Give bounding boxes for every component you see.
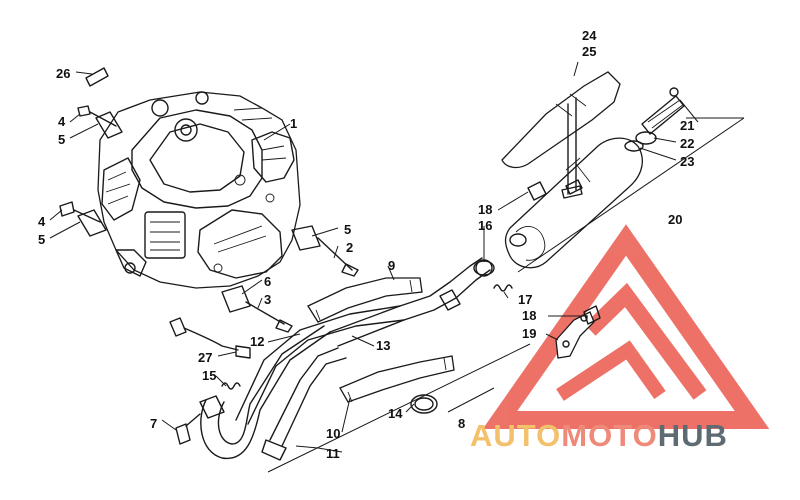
watermark-hub: HUB [658,418,728,453]
rubber-mount-18-bottom [583,305,601,325]
callout-21: 21 [680,118,694,133]
stud-5-top [95,111,123,139]
callout-12: 12 [250,334,264,349]
callout-18a: 18 [478,202,492,217]
heat-shield-9 [307,277,423,323]
spark-arrestor-21 [641,87,685,135]
callout-23: 23 [680,154,694,169]
bracket-19 [555,311,595,359]
bolt-4-lower [59,201,101,223]
callout-8: 8 [458,416,465,431]
gasket-16 [473,260,495,276]
watermark-text: AUTOMOTOHUB [470,418,728,453]
callout-7: 7 [150,416,157,431]
callout-26: 26 [56,66,70,81]
spring-15 [221,382,241,390]
callout-3: 3 [264,292,271,307]
callout-15: 15 [202,368,216,383]
watermark-auto: AUTO [470,418,561,453]
callout-16: 16 [478,218,492,233]
callout-20: 20 [668,212,682,227]
callout-22: 22 [680,136,694,151]
callout-25: 25 [582,44,596,59]
watermark-moto: MOTO [561,418,657,453]
rubber-mount-18-top [527,181,547,201]
callout-4a: 4 [58,114,66,129]
callout-14: 14 [388,406,403,421]
callout-27: 27 [198,350,212,365]
callout-1: 1 [290,116,297,131]
callout-5a: 5 [58,132,65,147]
muffler-20 [504,137,643,269]
callout-2: 2 [346,240,353,255]
callout-5b: 5 [38,232,45,247]
leader-lines [49,61,699,453]
engine-block [97,91,301,289]
callout-18b: 18 [522,308,536,323]
callout-5c: 5 [344,222,351,237]
callout-10: 10 [326,426,340,441]
callout-13: 13 [376,338,390,353]
stud-6 [221,285,293,333]
o2-sensor-27 [169,317,251,359]
head-pipe-11 [200,325,347,461]
group-line-8 [267,343,531,473]
callout-4b: 4 [38,214,46,229]
watermark-logo [482,224,770,429]
callout-19: 19 [522,326,536,341]
gasket-23 [624,140,644,152]
callout-24: 24 [582,28,597,43]
mid-pipe-13 [329,257,493,347]
group-line-20 [517,117,745,273]
gasket-26 [85,67,109,87]
clamp-14 [410,394,438,414]
heat-shield-24 [501,71,621,199]
callout-17: 17 [518,292,532,307]
bolt-4-top [77,105,117,127]
spring-17 [493,284,513,292]
callout-6: 6 [264,274,271,289]
head-pipe-12 [199,305,405,425]
callout-9: 9 [388,258,395,273]
bolt-7 [175,413,201,445]
heat-shield-10 [339,355,455,403]
callout-labels: 1 2 3 4 4 5 5 5 6 7 8 9 10 11 12 13 14 1… [38,28,694,461]
stud-5-lower [77,209,107,237]
callout-11: 11 [326,446,340,461]
